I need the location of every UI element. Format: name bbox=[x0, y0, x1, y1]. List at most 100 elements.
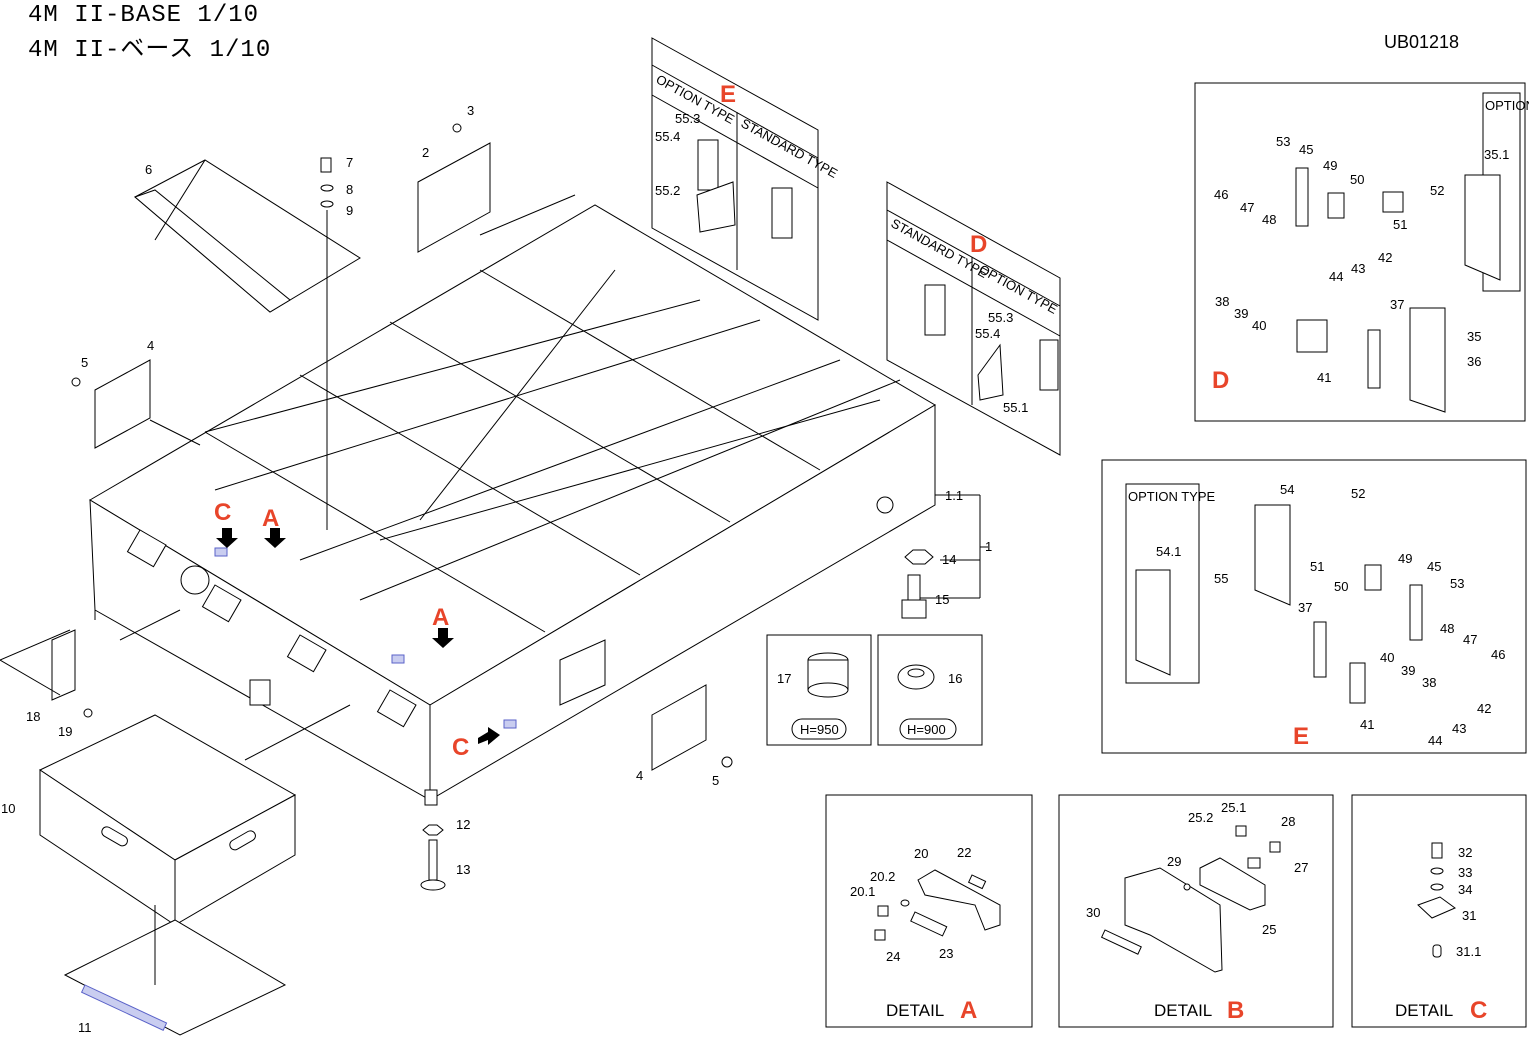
label-55-3-e: 55.3 bbox=[675, 111, 700, 126]
label-4-left: 4 bbox=[147, 338, 154, 353]
detail-a-letter: A bbox=[960, 997, 977, 1024]
label-14: 14 bbox=[942, 552, 956, 567]
detail-a-caption: DETAIL bbox=[886, 1001, 944, 1020]
label-9: 9 bbox=[346, 203, 353, 218]
svg-text:40: 40 bbox=[1252, 318, 1266, 333]
svg-text:25.1: 25.1 bbox=[1221, 800, 1246, 815]
callout-c-1: C bbox=[214, 499, 231, 526]
svg-text:39: 39 bbox=[1401, 663, 1415, 678]
svg-text:31.1: 31.1 bbox=[1456, 944, 1481, 959]
label-16: 16 bbox=[948, 671, 962, 686]
detail-d-letter: D bbox=[1212, 367, 1229, 394]
svg-text:28: 28 bbox=[1281, 814, 1295, 829]
svg-text:46: 46 bbox=[1491, 647, 1505, 662]
svg-text:35: 35 bbox=[1467, 329, 1481, 344]
label-4-right: 4 bbox=[636, 768, 643, 783]
svg-text:38: 38 bbox=[1215, 294, 1229, 309]
detail-a-labels: 20 20.1 20.2 22 23 24 bbox=[850, 845, 971, 964]
label-12: 12 bbox=[456, 817, 470, 832]
svg-text:43: 43 bbox=[1452, 721, 1466, 736]
label-11: 11 bbox=[78, 1020, 92, 1035]
svg-text:54: 54 bbox=[1280, 482, 1294, 497]
svg-text:35.1: 35.1 bbox=[1484, 147, 1509, 162]
svg-text:53: 53 bbox=[1450, 576, 1464, 591]
label-17: 17 bbox=[777, 671, 791, 686]
svg-text:45: 45 bbox=[1427, 559, 1441, 574]
svg-text:23: 23 bbox=[939, 946, 953, 961]
detail-c-letter: C bbox=[1470, 997, 1487, 1024]
detail-b-panel bbox=[1058, 794, 1334, 1028]
svg-text:40: 40 bbox=[1380, 650, 1394, 665]
svg-text:20.1: 20.1 bbox=[850, 884, 875, 899]
detail-b-letter: B bbox=[1227, 997, 1244, 1024]
detail-e-labels: 37 38 39 40 41 42 43 44 45 46 47 48 49 5… bbox=[1156, 482, 1505, 748]
label-55-4-e: 55.4 bbox=[655, 129, 680, 144]
svg-text:47: 47 bbox=[1463, 632, 1477, 647]
svg-text:25.2: 25.2 bbox=[1188, 810, 1213, 825]
svg-text:49: 49 bbox=[1323, 158, 1337, 173]
svg-text:55: 55 bbox=[1214, 571, 1228, 586]
svg-text:45: 45 bbox=[1299, 142, 1313, 157]
svg-text:33: 33 bbox=[1458, 865, 1472, 880]
label-55-4-d: 55.4 bbox=[975, 326, 1000, 341]
sheet-e-letter: E bbox=[720, 81, 736, 108]
label-18: 18 bbox=[26, 709, 40, 724]
detail-e-panel bbox=[1101, 459, 1527, 754]
detail-d-labels: 35 35.1 36 37 38 39 40 41 42 43 44 45 46… bbox=[1214, 134, 1509, 385]
height-900-badge: H=900 bbox=[907, 722, 946, 737]
svg-text:46: 46 bbox=[1214, 187, 1228, 202]
svg-text:42: 42 bbox=[1477, 701, 1491, 716]
svg-text:24: 24 bbox=[886, 949, 900, 964]
callout-c-2: C bbox=[452, 734, 469, 761]
svg-text:38: 38 bbox=[1422, 675, 1436, 690]
plate-part bbox=[417, 142, 491, 253]
svg-text:53: 53 bbox=[1276, 134, 1290, 149]
detail-c-labels: 31 31.1 32 33 34 bbox=[1456, 845, 1481, 959]
svg-text:44: 44 bbox=[1329, 269, 1343, 284]
leader-lines bbox=[0, 194, 988, 761]
svg-text:34: 34 bbox=[1458, 882, 1472, 897]
label-5-right: 5 bbox=[712, 773, 719, 788]
svg-text:48: 48 bbox=[1262, 212, 1276, 227]
label-7: 7 bbox=[346, 155, 353, 170]
svg-text:50: 50 bbox=[1350, 172, 1364, 187]
svg-text:22: 22 bbox=[957, 845, 971, 860]
detail-d-option-label: OPTION TYPE bbox=[1485, 98, 1529, 113]
label-13: 13 bbox=[456, 862, 470, 877]
sheet-d bbox=[886, 181, 1061, 456]
tray-part bbox=[63, 919, 287, 1036]
base-frame bbox=[89, 204, 936, 809]
detail-b-labels: 25 25.1 25.2 27 28 29 30 bbox=[1086, 800, 1308, 937]
detail-a-panel bbox=[825, 794, 1033, 1028]
svg-text:20.2: 20.2 bbox=[870, 869, 895, 884]
label-6: 6 bbox=[145, 162, 152, 177]
label-55-1-d: 55.1 bbox=[1003, 400, 1028, 415]
svg-text:32: 32 bbox=[1458, 845, 1472, 860]
callout-a-1: A bbox=[262, 505, 279, 532]
drawing-title-jp: 4M II-ベース 1/10 bbox=[28, 37, 272, 64]
callout-a-2: A bbox=[432, 604, 449, 631]
svg-text:52: 52 bbox=[1351, 486, 1365, 501]
feet-panel-950 bbox=[766, 634, 872, 746]
drawing-title-en: 4M II-BASE 1/10 bbox=[28, 2, 260, 29]
height-950-badge: H=950 bbox=[800, 722, 839, 737]
side-panel-left bbox=[94, 359, 151, 449]
svg-text:51: 51 bbox=[1393, 217, 1407, 232]
drawer-part bbox=[38, 714, 297, 926]
detail-e-letter: E bbox=[1293, 723, 1309, 750]
detail-c-caption: DETAIL bbox=[1395, 1001, 1453, 1020]
sheet-e bbox=[651, 37, 819, 321]
label-1: 1 bbox=[985, 539, 992, 554]
svg-text:51: 51 bbox=[1310, 559, 1324, 574]
svg-text:37: 37 bbox=[1298, 600, 1312, 615]
detail-e-option-label: OPTION TYPE bbox=[1128, 489, 1215, 504]
bracket-part bbox=[51, 629, 76, 701]
svg-text:36: 36 bbox=[1467, 354, 1481, 369]
label-19: 19 bbox=[58, 724, 72, 739]
svg-text:31: 31 bbox=[1462, 908, 1476, 923]
svg-text:29: 29 bbox=[1167, 854, 1181, 869]
label-10: 10 bbox=[1, 801, 15, 816]
hopper-part bbox=[134, 159, 361, 313]
side-panel-right bbox=[651, 684, 707, 771]
